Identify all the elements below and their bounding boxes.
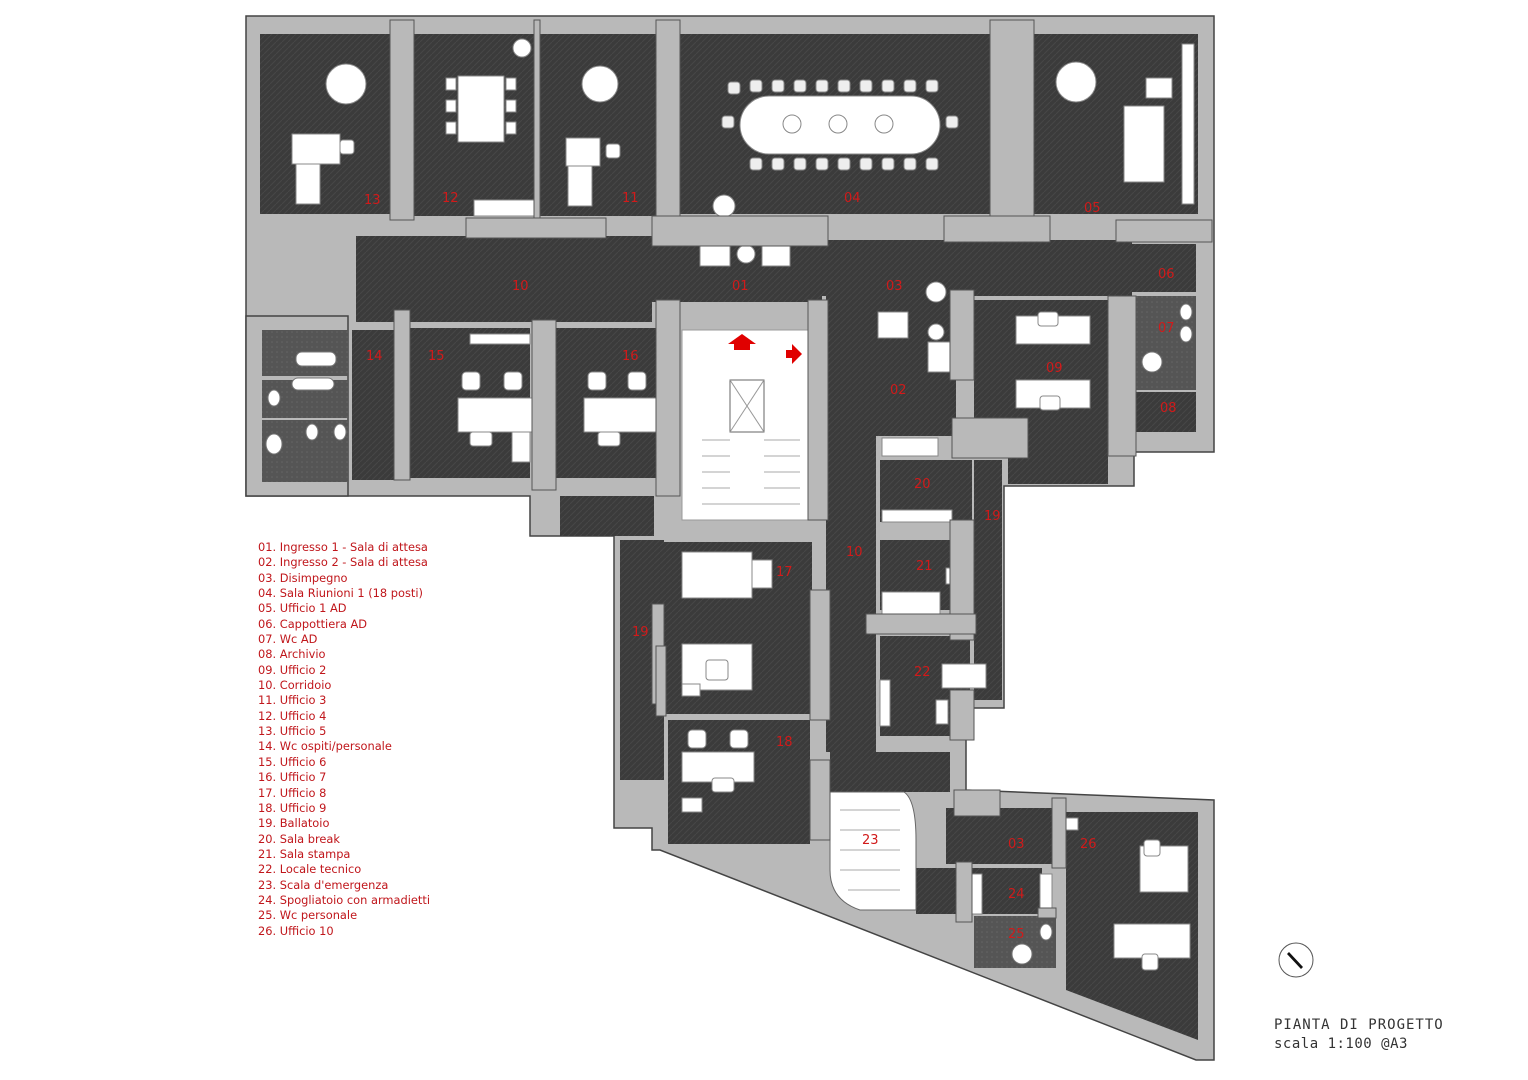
legend-item: 12. Ufficio 4 [258, 708, 327, 723]
main-stairwell [681, 329, 809, 521]
legend-item: 06. Cappottiera AD [258, 616, 368, 631]
room-label: 12 [442, 191, 459, 206]
plan-scale: scala 1:100 @A3 [1274, 1036, 1408, 1052]
emergency-stair [829, 791, 917, 911]
legend-item: 26. Ufficio 10 [258, 923, 334, 938]
legend-item: 04. Sala Riunioni 1 (18 posti) [258, 586, 424, 601]
legend-item: 01. Ingresso 1 - Sala di attesa [258, 540, 428, 554]
legend-item: 20. Sala break [258, 831, 340, 846]
legend-item: 16. Ufficio 7 [258, 770, 327, 785]
room-label: 06 [1158, 267, 1175, 282]
legend-item: 11. Ufficio 3 [258, 693, 327, 708]
furniture [291, 38, 1195, 971]
legend-item: 19. Ballatoio [258, 816, 330, 831]
wc-fixtures [265, 303, 1193, 965]
legend-item: 25. Wc personale [258, 908, 358, 923]
room-label: 03 [1008, 837, 1025, 852]
room-label: 05 [1084, 201, 1101, 216]
room-label: 10 [846, 545, 863, 560]
plan-title: PIANTA DI PROGETTO [1274, 1017, 1444, 1033]
room-label: 26 [1080, 837, 1097, 852]
room-label: 22 [914, 665, 931, 680]
legend-item: 18. Ufficio 9 [258, 800, 327, 815]
room-label: 07 [1158, 321, 1175, 336]
title-block: PIANTA DI PROGETTO scala 1:100 @A3 [1274, 1016, 1444, 1054]
room-label: 21 [916, 559, 933, 574]
room-labels: 13 12 11 04 05 10 01 03 06 07 14 15 16 0… [364, 191, 1177, 942]
legend-item: 23. Scala d'emergenza [258, 877, 389, 892]
legend-item: 10. Corridoio [258, 678, 332, 693]
legend-item: 15. Ufficio 6 [258, 754, 327, 769]
room-legend: 01. Ingresso 1 - Sala di attesa 02. Ingr… [258, 540, 430, 939]
room-label: 24 [1008, 887, 1025, 902]
entrance-arrow-icon [728, 334, 802, 364]
legend-item: 09. Ufficio 2 [258, 662, 327, 677]
room-label: 18 [776, 735, 793, 750]
north-arrow-icon [1278, 942, 1314, 978]
legend-item: 07. Wc AD [258, 632, 318, 647]
room-label: 08 [1160, 401, 1177, 416]
legend-item: 13. Ufficio 5 [258, 724, 327, 739]
room-label: 25 [1008, 927, 1025, 942]
room-label: 16 [622, 349, 639, 364]
legend-item: 22. Locale tecnico [258, 862, 362, 877]
legend-item: 21. Sala stampa [258, 846, 351, 861]
room-label: 11 [622, 191, 639, 206]
room-label: 03 [886, 279, 903, 294]
legend-item: 17. Ufficio 8 [258, 785, 327, 800]
legend-item: 08. Archivio [258, 647, 326, 662]
room-label: 14 [366, 349, 383, 364]
room-label: 10 [512, 279, 529, 294]
room-label: 15 [428, 349, 445, 364]
legend-item: 14. Wc ospiti/personale [258, 739, 392, 754]
room-label: 20 [914, 477, 931, 492]
legend-item: 24. Spogliatoio con armadietti [258, 892, 431, 907]
room-label: 04 [844, 191, 861, 206]
legend-item: 02. Ingresso 2 - Sala di attesa [258, 555, 428, 570]
legend-item: 03. Disimpegno [258, 570, 348, 585]
legend-item: 05. Ufficio 1 AD [258, 601, 347, 616]
internal-walls [389, 19, 1213, 923]
room-label: 01 [732, 279, 749, 294]
room-label: 19 [984, 509, 1001, 524]
room-label: 13 [364, 193, 381, 208]
room-label: 02 [890, 383, 907, 398]
room-label: 23 [862, 833, 879, 848]
room-label: 09 [1046, 361, 1063, 376]
room-label: 19 [632, 625, 649, 640]
room-label: 17 [776, 565, 793, 580]
